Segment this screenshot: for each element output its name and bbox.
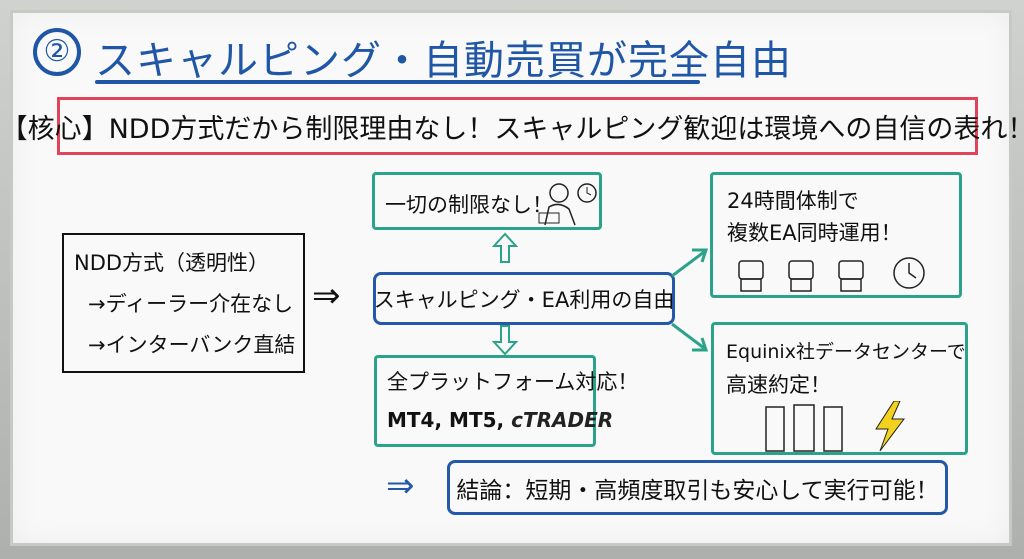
equinix-line2: 高速約定！: [726, 373, 831, 397]
mt4-logo: MT4: [387, 408, 435, 432]
conclusion-text: 結論：短期・高頻度取引も安心して実行可能！: [456, 477, 939, 504]
page-title: スキャルピング・自動売買が完全自由: [95, 38, 792, 84]
ndd-item: →ディーラー介在なし: [88, 292, 294, 316]
separator: ,: [496, 408, 505, 432]
24h-line2: 複数EA同時運用！: [727, 221, 902, 245]
conclusion-box: 結論：短期・高頻度取引も安心して実行可能！: [447, 460, 948, 515]
ndd-box: NDD方式（透明性） →ディーラー介在なし →インターバンク直結: [62, 233, 305, 373]
servers-lightning-icon: [765, 401, 905, 452]
equinix-box: Equinix社データセンターで 高速約定！: [711, 322, 968, 455]
platforms-heading: 全プラットフォーム対応！: [387, 370, 639, 394]
vertical-double-arrows-icon: [491, 232, 519, 356]
separator: ,: [434, 408, 443, 432]
right-arrow-icon: ⇒: [312, 276, 341, 316]
title-underline: [95, 80, 700, 84]
core-message-box: 【核心】NDD方式だから制限理由なし！スキャルピング歓迎は環境への自信の表れ！: [1, 97, 1024, 155]
mt5-logo: MT5: [449, 408, 497, 432]
platforms-box: 全プラットフォーム対応！ MT4, MT5, cTRADER: [374, 355, 638, 447]
section-number: ②: [33, 28, 81, 76]
no-limit-box: 一切の制限なし！: [372, 172, 602, 230]
robots-clock-icon: [738, 257, 925, 292]
conclusion-arrow-icon: ⇒: [386, 466, 415, 506]
trader-illustration-icon: [538, 183, 597, 226]
equinix-line1: Equinix社データセンターで: [726, 341, 966, 363]
24h-line1: 24時間体制で: [727, 189, 859, 213]
ctrader-logo: cTRADER: [511, 408, 614, 432]
no-limit-text: 一切の制限なし！: [385, 193, 553, 217]
24h-box: 24時間体制で 複数EA同時運用！: [710, 172, 962, 298]
ndd-item: →インターバンク直結: [88, 333, 296, 357]
ndd-heading: NDD方式（透明性）: [74, 251, 270, 275]
center-box: スキャルピング・EA利用の自由: [373, 272, 675, 325]
center-text: スキャルピング・EA利用の自由: [373, 287, 675, 312]
diagonal-arrows-icon: [671, 248, 709, 352]
core-message: 【核心】NDD方式だから制限理由なし！スキャルピング歓迎は環境への自信の表れ！: [0, 113, 1024, 145]
